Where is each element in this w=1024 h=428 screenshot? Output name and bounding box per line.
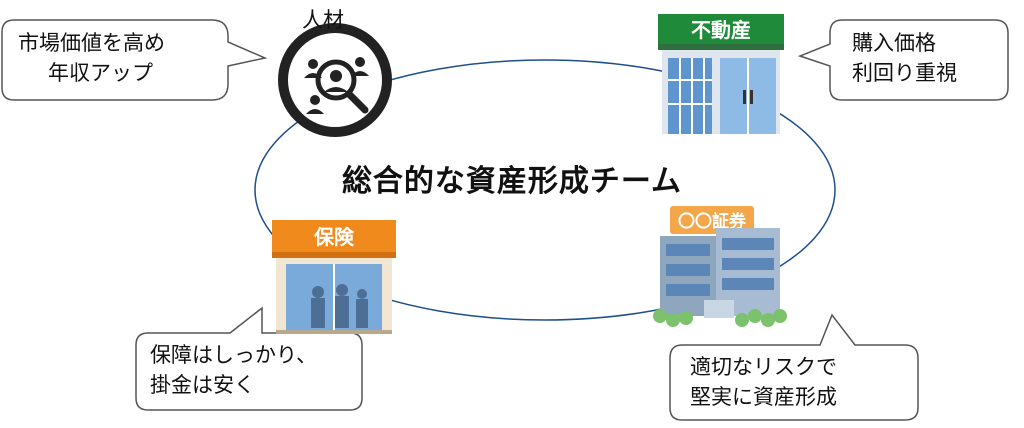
real-estate-callout-line-2: 利回り重視 <box>852 61 957 85</box>
real-estate-callout-line-1: 購入価格 <box>852 31 936 55</box>
insurance-callout-line-2: 掛金は安く <box>150 373 255 397</box>
insurance-shop-icon: 保険 <box>272 220 396 334</box>
insurance-sign: 保険 <box>313 225 355 249</box>
real-estate-shop-icon: 不動産 <box>658 14 784 134</box>
insurance-callout-text: 保障はしっかり、 掛金は安く <box>150 340 317 400</box>
real-estate-callout <box>797 19 1009 101</box>
hr-callout <box>1 19 268 101</box>
hr-label: 人材 <box>302 8 344 32</box>
insurance-callout-line-1: 保障はしっかり、 <box>150 343 318 367</box>
magnifier-people-icon <box>278 23 392 137</box>
real-estate-callout-text: 購入価格 利回り重視 <box>852 28 957 88</box>
securities-callout <box>669 313 919 421</box>
hr-callout-text: 市場価値を高め 年収アップ <box>18 28 165 88</box>
hr-callout-line-2: 年収アップ <box>48 61 153 85</box>
securities-callout-line-2: 堅実に資産形成 <box>690 385 837 409</box>
securities-sign: 〇〇証券 <box>678 211 747 232</box>
center-title: 総合的な資産形成チーム <box>341 164 683 199</box>
securities-building-icon: 〇〇証券 <box>653 206 787 327</box>
securities-callout-line-1: 適切なリスクで <box>690 355 837 379</box>
team-ellipse <box>254 59 836 321</box>
securities-callout-text: 適切なリスクで 堅実に資産形成 <box>690 352 837 412</box>
real-estate-sign: 不動産 <box>691 18 751 42</box>
hr-callout-line-1: 市場価値を高め <box>18 31 165 55</box>
